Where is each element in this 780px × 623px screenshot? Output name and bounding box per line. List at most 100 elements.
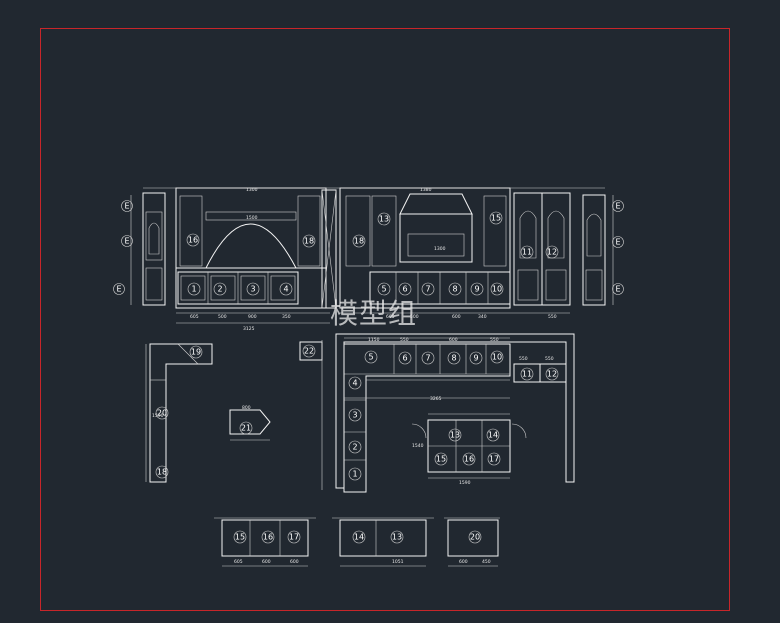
dimension-text: 350 bbox=[282, 314, 291, 320]
cabinet-tag: 6 bbox=[402, 354, 407, 363]
dimension-text: 550 bbox=[400, 337, 409, 343]
cabinet-tag: 16 bbox=[464, 455, 474, 464]
dimension-text: 600 bbox=[290, 559, 299, 565]
cabinet-tag: 3 bbox=[352, 411, 357, 420]
dimension-text: 3265 bbox=[430, 396, 442, 402]
corner-cabinet-plan bbox=[229, 409, 271, 435]
cabinet-tag: 5 bbox=[368, 353, 373, 362]
cabinet-tag: 19 bbox=[191, 348, 201, 357]
cabinet-tag: 2 bbox=[217, 285, 222, 294]
dimension-text: 500 bbox=[410, 314, 419, 320]
cabinet-tag: 8 bbox=[451, 354, 456, 363]
dimension-text: 1590 bbox=[152, 413, 164, 419]
cabinet-tag: 20 bbox=[157, 409, 167, 418]
cabinet-tag: 7 bbox=[425, 285, 430, 294]
cabinet-tag: 22 bbox=[304, 347, 314, 356]
cabinet-tag: 12 bbox=[547, 370, 557, 379]
cabinet-tag: 2 bbox=[352, 443, 357, 452]
cabinet-tag: 5 bbox=[381, 285, 386, 294]
dimension-text: 600 bbox=[449, 337, 458, 343]
cabinet-tag: 13 bbox=[392, 533, 402, 542]
cabinet-tag: 1 bbox=[352, 470, 357, 479]
dimension-text: 1540 bbox=[412, 443, 424, 449]
dimension-text: 605 bbox=[386, 314, 395, 320]
cabinet-tag: 11 bbox=[522, 248, 532, 257]
cabinet-tag: 3 bbox=[250, 285, 255, 294]
cabinet-tag: 18 bbox=[304, 237, 314, 246]
dimension-text: 550 bbox=[545, 356, 554, 362]
elevation-cabinet-tags: 1 2 3 4 5 6 7 8 9 10 11 12 13 18 16 18 1… bbox=[186, 211, 559, 296]
section-tag: E bbox=[116, 285, 121, 294]
cabinet-tag: 16 bbox=[188, 236, 198, 245]
cabinet-tag: 13 bbox=[379, 215, 389, 224]
drawing-frame bbox=[40, 28, 730, 611]
cabinet-tag: 17 bbox=[489, 455, 499, 464]
cabinet-tag: 9 bbox=[473, 354, 478, 363]
plan-left-counter bbox=[149, 343, 213, 483]
dimension-text: 1300 bbox=[434, 246, 446, 252]
cabinet-tag: 20 bbox=[470, 533, 480, 542]
cabinet-tag: 11 bbox=[522, 370, 532, 379]
dimension-text: 1380 bbox=[420, 187, 432, 193]
cabinet-tag: 7 bbox=[425, 354, 430, 363]
section-tag: E bbox=[615, 202, 620, 211]
dimension-text: 1051 bbox=[392, 559, 404, 565]
cabinet-tag: 9 bbox=[474, 285, 479, 294]
cabinet-tag: 1 bbox=[191, 285, 196, 294]
dimension-text: 550 bbox=[519, 356, 528, 362]
dimension-text: 900 bbox=[248, 314, 257, 320]
plan-cabinet-tags: 5 6 7 8 9 10 11 12 4 3 2 1 13 14 15 16 1… bbox=[155, 344, 559, 481]
cabinet-tag: 14 bbox=[488, 431, 498, 440]
island-elevation-b bbox=[339, 519, 427, 557]
section-tag: E bbox=[124, 237, 129, 246]
cabinet-tag: 4 bbox=[283, 285, 288, 294]
cabinet-tag: 15 bbox=[235, 533, 245, 542]
cabinet-tag: 6 bbox=[402, 285, 407, 294]
kitchen-plan bbox=[145, 333, 575, 493]
cabinet-tag: 18 bbox=[354, 237, 364, 246]
cabinet-tag: 10 bbox=[492, 353, 502, 362]
dimension-text: 800 bbox=[242, 405, 251, 411]
dimension-text: 450 bbox=[482, 559, 491, 565]
section-tag: E bbox=[615, 238, 620, 247]
elevation-right-tags: E E E bbox=[612, 200, 624, 295]
dimension-text: 3125 bbox=[243, 326, 255, 332]
elevation-left-tags: E E E bbox=[113, 200, 133, 295]
section-tag: E bbox=[615, 285, 620, 294]
bottom-elevation-tags: 15 16 17 14 13 20 605 600 600 1051 600 4… bbox=[233, 530, 491, 565]
cabinet-tag: 17 bbox=[289, 533, 299, 542]
cabinet-tag: 15 bbox=[491, 214, 501, 223]
cabinet-tag: 8 bbox=[452, 285, 457, 294]
plan-main-counter bbox=[343, 343, 511, 493]
island-elevation-c bbox=[447, 519, 499, 557]
island-elevation-a bbox=[221, 519, 309, 557]
tall-cabinet-left bbox=[142, 192, 166, 306]
dimension-text: 1590 bbox=[459, 480, 471, 486]
dimension-text: 600 bbox=[262, 559, 271, 565]
cabinet-tag: 16 bbox=[263, 533, 273, 542]
watermark: 模型组 bbox=[330, 297, 418, 330]
dimension-text: 550 bbox=[548, 314, 557, 320]
dimension-text: 1300 bbox=[246, 187, 258, 193]
dimension-text: 340 bbox=[478, 314, 487, 320]
dimension-text: 1500 bbox=[246, 215, 258, 221]
cabinet-tag: 13 bbox=[450, 431, 460, 440]
cabinet-tag: 10 bbox=[492, 285, 502, 294]
cabinet-tag: 12 bbox=[547, 248, 557, 257]
kitchen-elevation bbox=[130, 187, 614, 324]
cabinet-tag: 14 bbox=[354, 533, 364, 542]
cabinet-tag: 15 bbox=[436, 455, 446, 464]
elevation-dimensions: 3125 1300 1500 1300 1380 605 500 900 350… bbox=[190, 187, 557, 332]
section-tag: E bbox=[124, 202, 129, 211]
plan-dimensions: 1150 550 600 550 3265 1540 550 550 1590 … bbox=[152, 337, 554, 486]
dimension-text: 1150 bbox=[368, 337, 380, 343]
dimension-text: 605 bbox=[234, 559, 243, 565]
bottom-elevations bbox=[214, 517, 500, 567]
cabinet-tag: 21 bbox=[241, 424, 251, 433]
dimension-text: 600 bbox=[452, 314, 461, 320]
dimension-text: 600 bbox=[459, 559, 468, 565]
dimension-text: 500 bbox=[218, 314, 227, 320]
cabinet-tag: 18 bbox=[157, 468, 167, 477]
